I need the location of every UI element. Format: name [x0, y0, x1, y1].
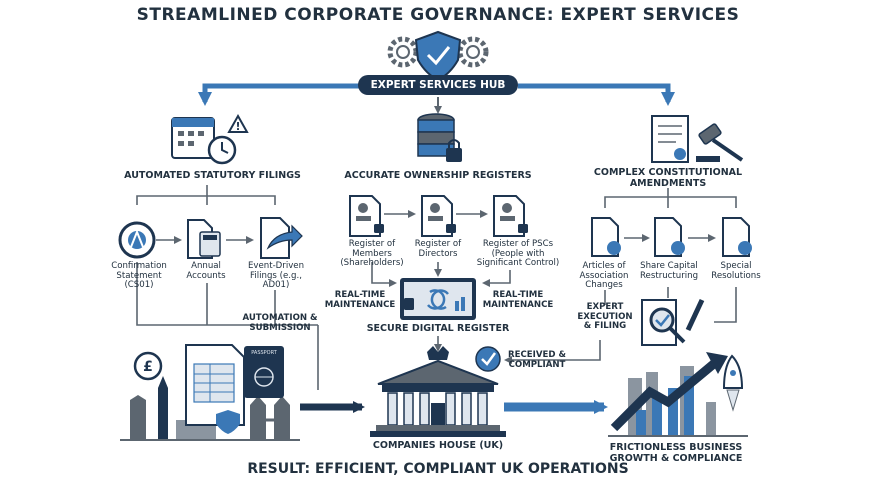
register-document-icons	[349, 195, 528, 237]
middle-item-1: Register of Members (Shareholders)	[340, 239, 404, 269]
calendar-clock-icon: !	[171, 113, 249, 165]
automation-submission-label: AUTOMATION & SUBMISSION	[242, 313, 318, 333]
maintenance-left-label: REAL-TIME MAINTENANCE	[324, 290, 396, 310]
expert-execution-label: EXPERT EXECUTION & FILING	[577, 302, 633, 332]
companies-house-building-icon	[370, 346, 506, 437]
companies-house-label: COMPANIES HOUSE (UK)	[372, 440, 504, 451]
ledger-document-icon	[185, 344, 245, 434]
amendment-document-icons	[591, 217, 752, 257]
right-item-3: Special Resolutions	[711, 261, 761, 281]
document-arrow-icon	[260, 217, 303, 259]
expert-services-hub-badge: EXPERT SERVICES HUB	[358, 75, 518, 95]
outcome-label: FRICTIONLESS BUSINESS GROWTH & COMPLIANC…	[609, 442, 743, 464]
document-gavel-icon	[651, 115, 744, 163]
compass-icon	[118, 221, 156, 259]
hub-to-left-arrow	[198, 83, 360, 106]
passport-icon	[244, 346, 284, 398]
received-compliant-label: RECEIVED & COMPLIANT	[507, 350, 566, 370]
middle-item-2: Register of Directors	[414, 239, 462, 259]
right-item-1: Articles of Association Changes	[579, 261, 629, 291]
middle-item-3: Register of PSCs (People with Significan…	[476, 239, 560, 269]
check-circle-icon	[475, 346, 501, 372]
calculator-document-icon	[187, 219, 221, 259]
hub-to-right-arrow	[518, 83, 675, 106]
left-item-1: Confirmation Statement (CS01)	[111, 261, 167, 291]
result-text: RESULT: EFFICIENT, COMPLIANT UK OPERATIO…	[247, 461, 629, 477]
database-lock-icon	[417, 113, 462, 162]
left-item-3: Event-Driven Filings (e.g., AD01)	[247, 261, 305, 291]
svg-text:!: !	[235, 120, 240, 133]
middle-heading: ACCURATE OWNERSHIP REGISTERS	[344, 170, 532, 181]
growth-chart-rocket-icon	[608, 352, 748, 437]
magnifier-pen-icon	[641, 298, 705, 346]
left-item-2: Annual Accounts	[186, 261, 226, 281]
svg-text:£: £	[143, 359, 153, 375]
secure-register-monitor-icon	[400, 278, 476, 320]
right-heading: COMPLEX CONSTITUTIONAL AMENDMENTS	[593, 167, 743, 189]
page-title: STREAMLINED CORPORATE GOVERNANCE: EXPERT…	[136, 5, 740, 25]
gears-shield-icon	[387, 30, 489, 82]
secure-register-label: SECURE DIGITAL REGISTER	[366, 323, 510, 334]
left-heading: AUTOMATED STATUTORY FILINGS	[124, 170, 301, 181]
maintenance-right-label: REAL-TIME MAINTENANCE	[482, 290, 554, 310]
right-item-2: Share Capital Restructuring	[639, 261, 699, 281]
passport-text: PASSPORT	[251, 350, 277, 356]
